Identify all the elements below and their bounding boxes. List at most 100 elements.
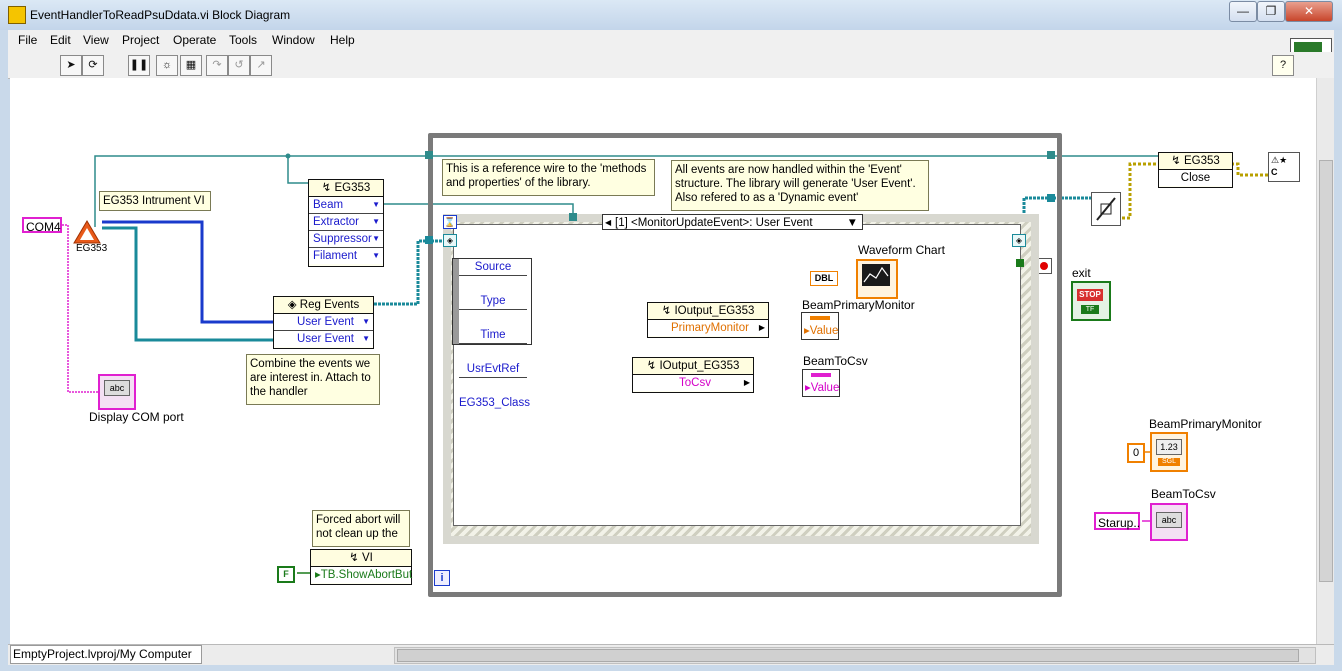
menu-view[interactable]: View xyxy=(83,33,109,47)
retain-wire-values-icon[interactable]: ▦ xyxy=(180,55,202,76)
ioutput-csv-row[interactable]: ToCsv▶ xyxy=(633,375,753,391)
display-com-label: Display COM port xyxy=(89,410,184,424)
ioutput-primary-node[interactable]: ↯ IOutput_EG353 PrimaryMonitor▶ xyxy=(647,302,769,338)
event-data-node[interactable]: Source Type Time UsrEvtRef EG353_Class xyxy=(452,258,532,411)
wire-junction xyxy=(285,153,291,159)
ioutput-primary-title: ↯ IOutput_EG353 xyxy=(648,303,768,320)
close-node-row[interactable]: Close xyxy=(1159,170,1232,186)
run-arrow-icon[interactable]: ➤ xyxy=(60,55,82,76)
pause-icon[interactable]: ❚❚ xyxy=(128,55,150,76)
vi-property-node[interactable]: ↯ VI ▸TB.ShowAbortBut xyxy=(310,549,412,585)
window-title: EventHandlerToReadPsuDdata.vi Block Diag… xyxy=(30,8,291,22)
menu-bar: File Edit View Project Operate Tools Win… xyxy=(8,30,1334,52)
tunnel xyxy=(1016,259,1024,267)
beam-primary-monitor-label: BeamPrimaryMonitor xyxy=(802,298,915,312)
close-window-button[interactable]: ✕ xyxy=(1285,1,1333,22)
eg353-row-filament[interactable]: Filament▼ xyxy=(309,248,383,264)
eg353-row-suppressor[interactable]: Suppressor▼ xyxy=(309,231,383,248)
exit-label: exit xyxy=(1072,266,1091,280)
wire-reg-events-out xyxy=(374,239,450,306)
close-node-title: ↯ EG353 xyxy=(1159,153,1232,170)
menu-tools[interactable]: Tools xyxy=(229,33,258,47)
status-bar: EmptyProject.lvproj/My Computer xyxy=(8,644,1334,665)
error-handler-icon[interactable]: ⚠★ C xyxy=(1268,152,1300,182)
waveform-chart-terminal[interactable] xyxy=(856,259,898,299)
eg353-row-extractor[interactable]: Extractor▼ xyxy=(309,214,383,231)
menu-operate[interactable]: Operate xyxy=(173,33,217,47)
while-loop[interactable] xyxy=(428,133,1062,597)
menu-project[interactable]: Project xyxy=(122,33,160,47)
run-continuously-icon[interactable]: ⟳ xyxy=(82,55,104,76)
menu-help[interactable]: Help xyxy=(330,33,355,47)
property-node-icon: ↯ xyxy=(646,360,660,372)
step-out-icon[interactable]: ↗ xyxy=(250,55,272,76)
block-diagram-canvas[interactable]: i ⌛ [1] <MonitorUpdateEvent>: User Event… xyxy=(10,78,1316,644)
horizontal-scroll-thumb[interactable] xyxy=(397,649,1299,662)
btc-indicator-label: BeamToCsv xyxy=(1151,487,1216,501)
dynamic-event-terminal-out[interactable]: ◈ xyxy=(1012,234,1026,247)
release-events-icon[interactable] xyxy=(1091,192,1121,226)
false-constant[interactable]: F xyxy=(277,566,295,583)
event-data-source: Source xyxy=(459,259,527,276)
wire-error-1 xyxy=(1122,162,1158,220)
bpm-zero-constant[interactable]: 0 xyxy=(1127,443,1145,463)
reg-events-row-1[interactable]: User Event▼ xyxy=(274,314,373,331)
comment-eg353-vi: EG353 Intrument VI xyxy=(99,191,211,211)
event-data-usrevtref: UsrEvtRef xyxy=(459,361,527,378)
highlight-execution-icon[interactable]: ☼ xyxy=(156,55,178,76)
btc-startup-constant[interactable]: Starup.. xyxy=(1094,512,1140,530)
beam-to-csv-value: ▸Value xyxy=(805,382,840,394)
chevron-left-icon: ◀ xyxy=(605,218,612,227)
reg-events-row-2[interactable]: User Event▼ xyxy=(274,331,373,347)
project-path[interactable]: EmptyProject.lvproj/My Computer xyxy=(10,645,202,664)
step-into-icon[interactable]: ↷ xyxy=(206,55,228,76)
maximize-button[interactable]: ❐ xyxy=(1257,1,1285,22)
exit-stop-button[interactable]: STOP TF xyxy=(1071,281,1111,321)
minimize-button[interactable]: — xyxy=(1229,1,1257,22)
menu-window[interactable]: Window xyxy=(272,33,315,47)
event-case-selector[interactable]: [1] <MonitorUpdateEvent>: User Event ▼ ◀ xyxy=(602,214,863,230)
invoke-node-icon: ↯ xyxy=(1171,155,1185,167)
display-com-term: abc xyxy=(104,380,130,396)
dbl-convert[interactable]: DBL xyxy=(810,271,838,286)
eg353-property-node[interactable]: ↯ EG353 Beam▼ Extractor▼ Suppressor▼ Fil… xyxy=(308,179,384,267)
vi-node-title: ↯ VI xyxy=(311,550,411,567)
iteration-terminal: i xyxy=(434,570,450,586)
display-com-indicator[interactable]: abc xyxy=(98,374,136,410)
stop-icon: STOP xyxy=(1077,289,1103,301)
beam-to-csv-value-node[interactable]: ▸Value xyxy=(802,369,840,397)
bpm-indicator-text: 1.23 xyxy=(1156,439,1182,455)
event-data-class: EG353_Class xyxy=(459,395,530,411)
wire-to-eg353-node xyxy=(287,156,310,184)
reg-events-node[interactable]: ◈ Reg Events User Event▼ User Event▼ xyxy=(273,296,374,349)
step-over-icon[interactable]: ↺ xyxy=(228,55,250,76)
vertical-scroll-thumb[interactable] xyxy=(1319,160,1333,582)
bpm-indicator[interactable]: 1.23 SGL xyxy=(1150,432,1188,472)
ioutput-primary-row[interactable]: PrimaryMonitor▶ xyxy=(648,320,768,336)
tunnel xyxy=(425,151,433,159)
wire-com-port xyxy=(62,224,98,393)
help-icon[interactable]: ? xyxy=(1272,55,1294,76)
close-node[interactable]: ↯ EG353 Close xyxy=(1158,152,1233,188)
property-node-icon: ↯ xyxy=(349,552,362,564)
vertical-scrollbar[interactable] xyxy=(1316,78,1334,644)
btc-indicator[interactable]: abc xyxy=(1150,503,1188,541)
stop-tf: TF xyxy=(1081,305,1099,314)
dynamic-event-terminal-in[interactable]: ◈ xyxy=(443,234,457,247)
bpm-indicator-type: SGL xyxy=(1158,458,1180,466)
horizontal-scrollbar[interactable] xyxy=(394,647,1316,664)
menu-file[interactable]: File xyxy=(18,33,38,47)
wire-user-event-2 xyxy=(102,226,274,342)
comment-all-events: All events are now handled within the 'E… xyxy=(671,160,929,211)
ioutput-csv-node[interactable]: ↯ IOutput_EG353 ToCsv▶ xyxy=(632,357,754,393)
event-case-selector-label: [1] <MonitorUpdateEvent>: User Event xyxy=(615,217,813,229)
waveform-chart-label: Waveform Chart xyxy=(858,243,945,257)
tunnel xyxy=(569,213,577,221)
comment-combine-events: Combine the events we are interest in. A… xyxy=(246,354,380,405)
menu-edit[interactable]: Edit xyxy=(50,33,71,47)
com-port-constant[interactable]: COM4 xyxy=(22,217,62,234)
vi-node-row[interactable]: ▸TB.ShowAbortBut xyxy=(311,567,412,583)
beam-primary-value-node[interactable]: ▸Value xyxy=(801,312,839,340)
eg353-row-beam[interactable]: Beam▼ xyxy=(309,197,383,214)
eg353-warning-icon[interactable] xyxy=(73,220,101,244)
